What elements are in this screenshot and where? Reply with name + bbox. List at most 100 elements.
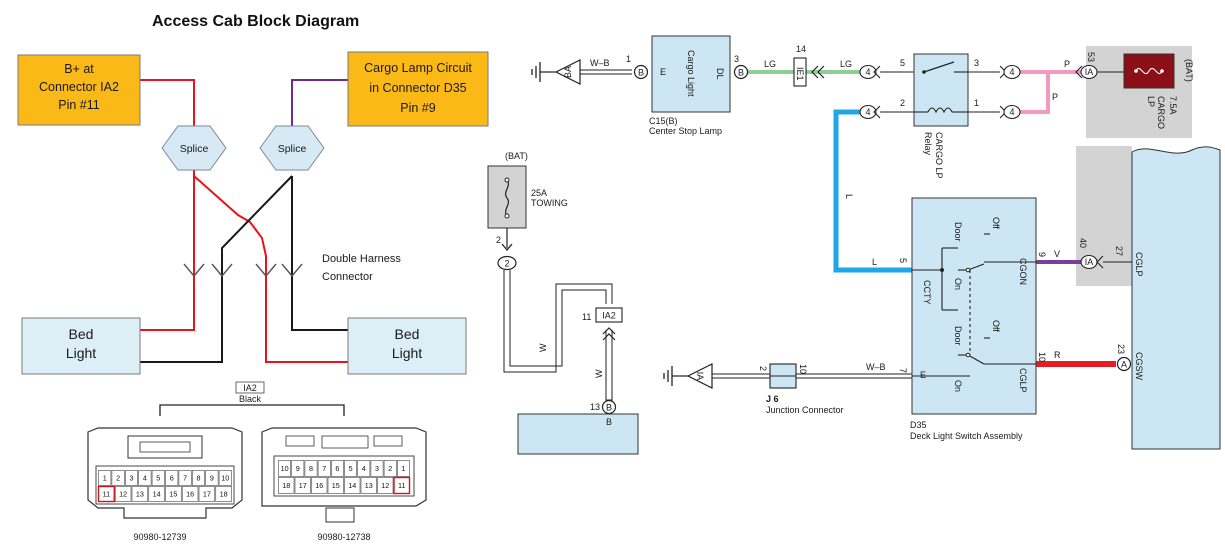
- connector-pin-number: 8: [197, 474, 201, 483]
- connector-pin-number: 1: [401, 464, 405, 473]
- towing-fuse-name: TOWING: [531, 198, 568, 208]
- red-wire-bplus: [140, 79, 195, 128]
- d35-cglp: CGLP: [1018, 368, 1028, 393]
- connector-pin-cell: [370, 460, 384, 477]
- bed-light-right-line-2: Light: [392, 345, 422, 361]
- towing-w-wire: [503, 270, 613, 401]
- wire-v: V: [1054, 249, 1060, 259]
- connector-pin-number: 4: [143, 474, 147, 483]
- connector-pin-cell: [327, 477, 344, 494]
- d35-pin-ccty: 5: [898, 258, 908, 263]
- connector-pin-cell: [178, 470, 192, 486]
- harness-connector-symbols: [183, 263, 303, 278]
- connector-pin-cell: [151, 470, 165, 486]
- bplus-line-2: Connector IA2: [39, 80, 119, 94]
- bed-light-left: Bed Light: [21, 317, 141, 375]
- ground-ia-label: IA: [695, 372, 705, 381]
- connector-pin-number: 18: [282, 481, 290, 490]
- relay-circle-4-bottom: 4: [865, 107, 870, 117]
- connector-pin-cell: [192, 470, 206, 486]
- d35-door-top: Door: [953, 222, 963, 242]
- connector-pin-number: 11: [398, 481, 405, 490]
- connector-pin-cell: [205, 470, 219, 486]
- connector-pin-cell: [98, 470, 112, 486]
- ie1-label: IE1: [795, 67, 805, 81]
- bplus-line-3: Pin #11: [58, 98, 100, 112]
- connector-pin-number: 8: [309, 464, 313, 473]
- connector-pin-cell: [317, 460, 331, 477]
- c15-cargo-light: Cargo Light: [686, 50, 696, 97]
- connector-pin-cell: [377, 477, 394, 494]
- connector-pin-number: 1: [103, 474, 107, 483]
- connector-pin-number: 12: [119, 490, 127, 499]
- d35-ccty: CCTY: [922, 280, 932, 305]
- connector-pin-number: 16: [186, 490, 194, 499]
- ecu-cgsw: CGSW: [1134, 352, 1144, 381]
- towing-wire-w-2: W: [594, 369, 604, 378]
- j6-pin-10: 10: [798, 364, 808, 374]
- c15-pin-3: 3: [734, 54, 739, 64]
- d35-switch-contacts: [912, 233, 1036, 377]
- block-diagram-title: Access Cab Block Diagram: [152, 13, 359, 30]
- ground-ba: BA W–B: [531, 58, 632, 85]
- connector-pin-cell: [294, 477, 311, 494]
- connector-pin-number: 3: [130, 474, 134, 483]
- wire-wb-bottom: W–B: [866, 362, 886, 372]
- left-wires: [140, 79, 348, 363]
- connector-pin-number: 13: [136, 490, 144, 499]
- cargo-box-line-1: Cargo Lamp Circuit: [364, 61, 472, 75]
- c15-term-e: E: [660, 67, 666, 77]
- towing-ia2-label: IA2: [602, 311, 616, 321]
- connector-pin-cell: [181, 486, 199, 502]
- connector-pin-cell: [131, 486, 149, 502]
- black-wire-bed-right: [291, 176, 348, 331]
- cargo-lp-relay: 4 4 5 2 3 1 4 4 CARGO LP Relay: [859, 53, 1021, 179]
- connector-a-part-number: 90980-12739: [133, 532, 186, 542]
- c15-pin-1: 1: [626, 54, 631, 64]
- d35-pin-cglp: 10: [1037, 352, 1047, 362]
- connector-pin-cell: [357, 460, 371, 477]
- connector-pin-number: 17: [299, 481, 307, 490]
- wire-p-2: P: [1052, 92, 1058, 102]
- d35-off-top: Off: [991, 217, 1001, 229]
- connector-pin-number: 14: [348, 481, 356, 490]
- towing-pin-11: 11: [582, 312, 591, 322]
- pin-40: 40: [1078, 238, 1088, 248]
- relay-name-1: CARGO LP: [934, 132, 944, 179]
- connector-pin-number: 10: [221, 474, 229, 483]
- black-wire-bed-left: [140, 175, 293, 363]
- towing-pin-13: 13: [590, 402, 600, 412]
- connector-pin-number: 4: [362, 464, 366, 473]
- connector-pin-cell: [311, 477, 328, 494]
- splice-right: Splice: [259, 125, 325, 171]
- pin-23: 23: [1116, 344, 1126, 354]
- right-colored-wires: [746, 70, 1116, 367]
- connector-b-part-number: 90980-12738: [317, 532, 370, 542]
- pin-27: 27: [1114, 246, 1124, 256]
- ia2-tag: IA2: [243, 383, 257, 393]
- connector-pin-cell: [148, 486, 165, 502]
- wire-l-vertical: L: [844, 194, 854, 199]
- d35-door-bottom: Door: [953, 326, 963, 346]
- towing-pin-2: 2: [496, 235, 501, 245]
- connector-pin-cell: [383, 460, 397, 477]
- deck-light-switch-d35: 5 CCTY 9 CGON 10 CGLP 7 E Door: [898, 197, 1047, 441]
- c15-name: Center Stop Lamp: [649, 126, 722, 136]
- harness-label-2: Connector: [322, 271, 373, 283]
- connector-pin-number: 12: [381, 481, 389, 490]
- d35-name: Deck Light Switch Assembly: [910, 431, 1023, 441]
- ie1-connector: 14 IE1: [793, 44, 825, 87]
- d35-pin-e: 7: [898, 368, 908, 373]
- splice-left: Splice: [161, 125, 227, 171]
- d35-off-bottom: Off: [991, 320, 1001, 332]
- d35-term-e: E: [920, 370, 926, 380]
- c15-circle-b-left: B: [638, 68, 644, 78]
- c15-label: C15(B): [649, 116, 678, 126]
- cargo-lamp-circuit-box: Cargo Lamp Circuit in Connector D35 Pin …: [347, 51, 489, 127]
- connector-pin-number: 18: [220, 490, 228, 499]
- connector-pin-cell: [291, 460, 305, 477]
- ground-ia-junction: IA 2 10 W–B J 6 Junction Connector: [663, 362, 912, 415]
- towing-fuse-amp: 25A: [531, 188, 547, 198]
- fuse-bat: (BAT): [1184, 59, 1194, 82]
